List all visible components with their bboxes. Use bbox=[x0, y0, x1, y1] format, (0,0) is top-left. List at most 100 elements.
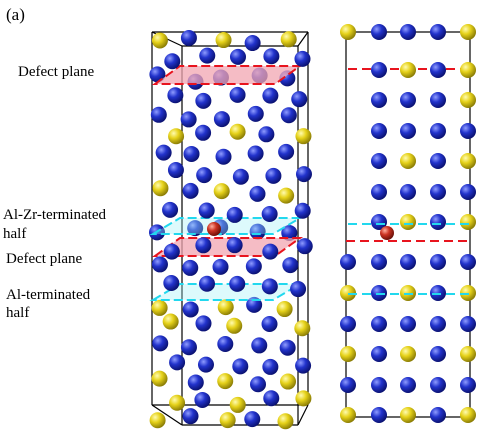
al-atom bbox=[261, 316, 278, 333]
zr-atom bbox=[151, 370, 168, 387]
al-atom bbox=[167, 162, 184, 179]
al-atom bbox=[229, 86, 246, 103]
al-atom bbox=[182, 408, 199, 425]
al-atom bbox=[430, 153, 446, 169]
al-atom bbox=[371, 62, 387, 78]
al-atom bbox=[195, 315, 212, 332]
zr-atom bbox=[219, 412, 236, 429]
al-atom bbox=[152, 335, 169, 352]
zr-atom bbox=[460, 153, 476, 169]
al-atom bbox=[196, 167, 213, 184]
al-atom bbox=[430, 92, 446, 108]
al-atom bbox=[371, 214, 387, 230]
al-atom bbox=[340, 254, 356, 270]
al-atom bbox=[460, 316, 476, 332]
al-atom bbox=[430, 24, 446, 40]
zr-atom bbox=[460, 214, 476, 230]
al-atom bbox=[430, 123, 446, 139]
zr-atom bbox=[151, 32, 168, 49]
zr-atom bbox=[400, 407, 416, 423]
zr-atom bbox=[460, 24, 476, 40]
al-atom bbox=[262, 358, 279, 375]
zr-atom bbox=[460, 346, 476, 362]
left-atoms-front bbox=[162, 47, 313, 413]
al-atom bbox=[229, 275, 246, 292]
al-atom bbox=[371, 377, 387, 393]
al-atom bbox=[371, 123, 387, 139]
al-atom bbox=[215, 148, 232, 165]
al-terminated-label-line1: Al-terminated bbox=[6, 287, 91, 303]
al-atom bbox=[245, 258, 262, 275]
al-atom bbox=[198, 202, 215, 219]
zr-atom bbox=[276, 301, 293, 318]
al-atom bbox=[199, 47, 216, 64]
al-atom bbox=[197, 356, 214, 373]
al-atom bbox=[155, 144, 172, 161]
al-atom bbox=[460, 254, 476, 270]
al-atom bbox=[244, 35, 261, 52]
al-atom bbox=[263, 390, 280, 407]
zr-atom bbox=[149, 412, 166, 429]
al-atom bbox=[212, 258, 229, 275]
al-atom bbox=[279, 339, 296, 356]
al-atom bbox=[400, 254, 416, 270]
al-atom bbox=[280, 107, 297, 124]
defect-plane-bottom-label: Defect plane bbox=[6, 251, 83, 267]
defect-atom bbox=[207, 222, 221, 236]
al-atom bbox=[232, 358, 249, 375]
al-atom bbox=[430, 62, 446, 78]
al-atom bbox=[195, 124, 212, 141]
al-atom bbox=[281, 224, 298, 241]
al-atom bbox=[460, 377, 476, 393]
al-atom bbox=[258, 126, 275, 143]
zr-atom bbox=[213, 183, 230, 200]
al-zr-termination-plane bbox=[149, 217, 304, 235]
zr-atom bbox=[168, 128, 185, 145]
al-atom bbox=[187, 374, 204, 391]
zr-atom bbox=[295, 390, 312, 407]
al-atom bbox=[195, 92, 212, 109]
zr-atom bbox=[400, 214, 416, 230]
al-atom bbox=[151, 256, 168, 273]
al-atom bbox=[164, 53, 181, 70]
zr-atom bbox=[340, 24, 356, 40]
al-atom bbox=[226, 237, 243, 254]
al-atom bbox=[340, 377, 356, 393]
al-zr-terminated-label-line2: half bbox=[3, 226, 27, 242]
al-atom bbox=[183, 145, 200, 162]
al-atom bbox=[460, 184, 476, 200]
zr-atom bbox=[280, 31, 297, 48]
al-atom bbox=[194, 391, 211, 408]
al-atom bbox=[290, 281, 307, 298]
zr-atom bbox=[169, 394, 186, 411]
al-atom bbox=[247, 145, 264, 162]
zr-atom bbox=[229, 396, 246, 413]
al-atom bbox=[182, 301, 199, 318]
al-atom bbox=[430, 184, 446, 200]
al-atom bbox=[400, 316, 416, 332]
al-atom bbox=[263, 48, 280, 65]
al-atom bbox=[180, 111, 197, 128]
al-terminated-label-line2: half bbox=[6, 305, 30, 321]
al-atom bbox=[291, 91, 308, 108]
al-atom bbox=[400, 184, 416, 200]
al-atom bbox=[371, 254, 387, 270]
zr-atom bbox=[217, 299, 234, 316]
al-atom bbox=[371, 316, 387, 332]
al-atom bbox=[371, 407, 387, 423]
al-atom bbox=[163, 275, 180, 292]
al-atom bbox=[430, 377, 446, 393]
al-atom bbox=[217, 335, 234, 352]
al-atom bbox=[296, 238, 313, 255]
al-atom bbox=[295, 357, 312, 374]
zr-atom bbox=[277, 413, 294, 430]
projected-supercell bbox=[340, 24, 476, 423]
al-atom bbox=[400, 24, 416, 40]
al-atom bbox=[249, 223, 266, 240]
perspective-supercell bbox=[149, 29, 313, 430]
zr-atom bbox=[340, 346, 356, 362]
al-atom bbox=[294, 50, 311, 67]
zr-atom bbox=[229, 123, 246, 140]
zr-atom bbox=[226, 317, 243, 334]
defect-atom bbox=[380, 226, 394, 240]
